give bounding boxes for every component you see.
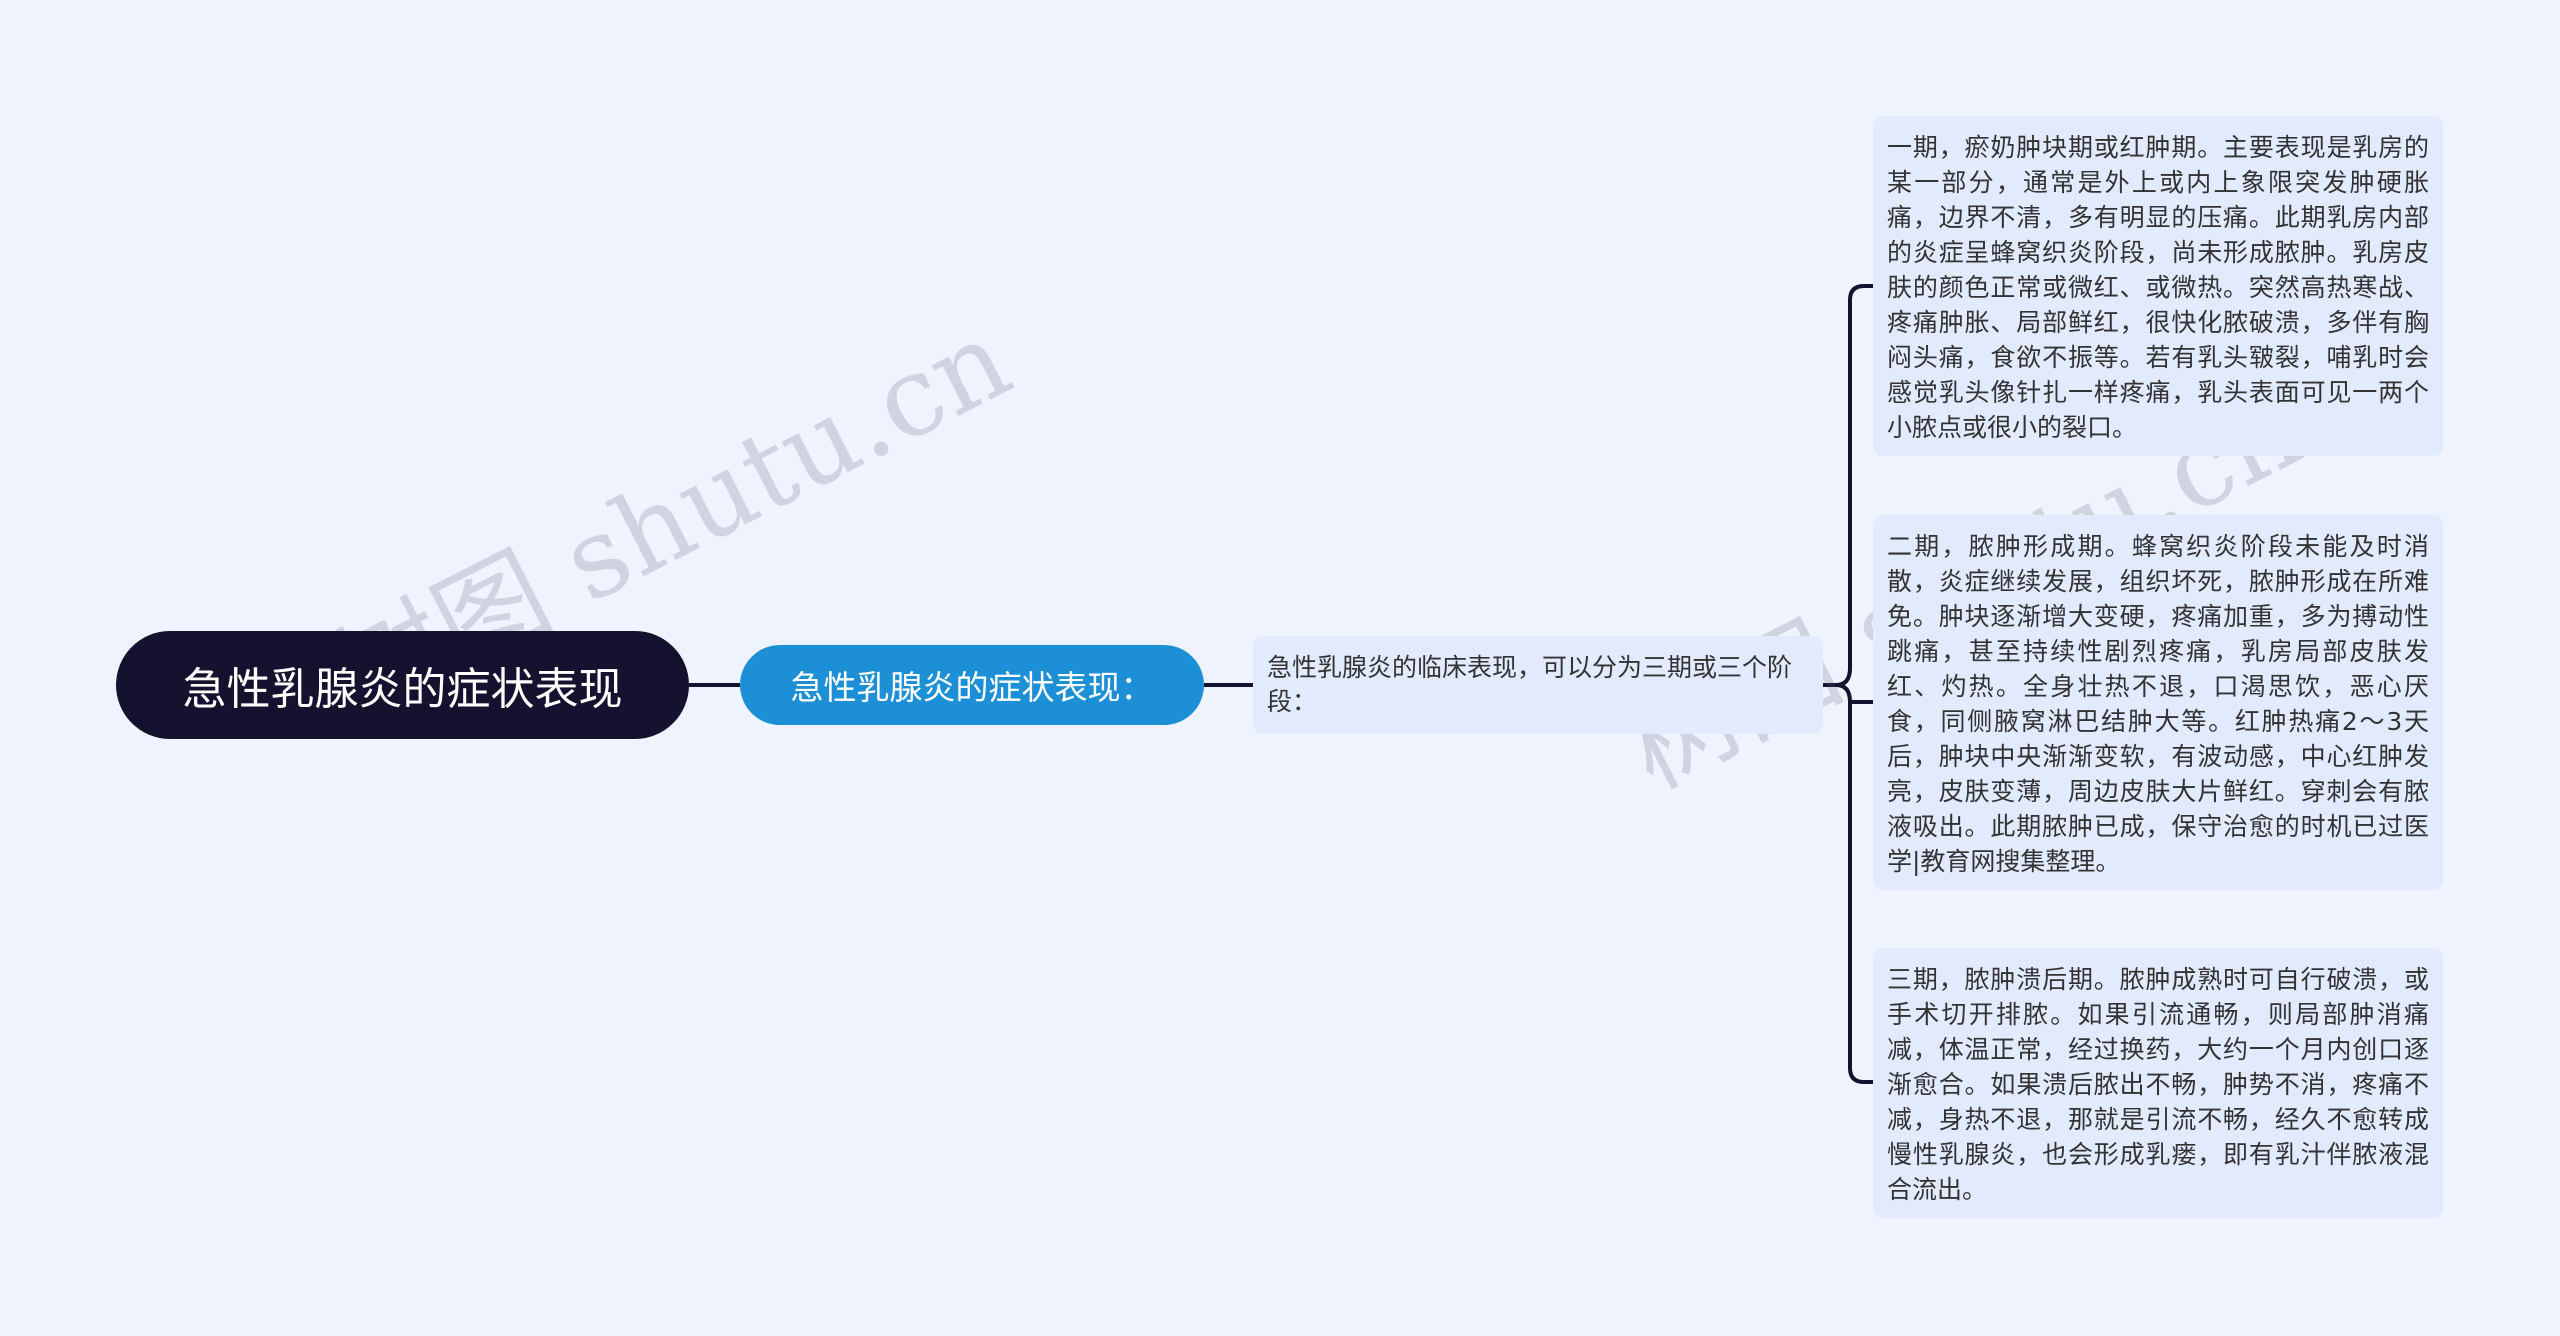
leaf-node-stage-3[interactable]: 三期，脓肿溃后期。脓肿成熟时可自行破溃，或手术切开排脓。如果引流通畅，则局部肿消… (1873, 948, 2443, 1218)
root-node-label: 急性乳腺炎的症状表现 (182, 664, 623, 715)
mid-node[interactable]: 急性乳腺炎的临床表现，可以分为三期或三个阶段： (1253, 636, 1823, 734)
branch-node[interactable]: 急性乳腺炎的症状表现： (740, 645, 1204, 725)
leaf-node-text: 二期，脓肿形成期。蜂窝织炎阶段未能及时消散，炎症继续发展，组织坏死，脓肿形成在所… (1887, 532, 2429, 876)
root-node[interactable]: 急性乳腺炎的症状表现 (116, 631, 689, 739)
leaf-node-text: 三期，脓肿溃后期。脓肿成熟时可自行破溃，或手术切开排脓。如果引流通畅，则局部肿消… (1887, 965, 2429, 1204)
leaf-node-text: 一期，瘀奶肿块期或红肿期。主要表现是乳房的某一部分，通常是外上或内上象限突发肿硬… (1887, 133, 2429, 442)
connector-bracket (1835, 284, 1873, 1084)
leaf-node-stage-1[interactable]: 一期，瘀奶肿块期或红肿期。主要表现是乳房的某一部分，通常是外上或内上象限突发肿硬… (1873, 116, 2443, 456)
branch-node-label: 急性乳腺炎的症状表现： (790, 668, 1154, 707)
leaf-node-stage-2[interactable]: 二期，脓肿形成期。蜂窝织炎阶段未能及时消散，炎症继续发展，组织坏死，脓肿形成在所… (1873, 515, 2443, 890)
mid-node-text: 急性乳腺炎的临床表现，可以分为三期或三个阶段： (1267, 653, 1793, 716)
